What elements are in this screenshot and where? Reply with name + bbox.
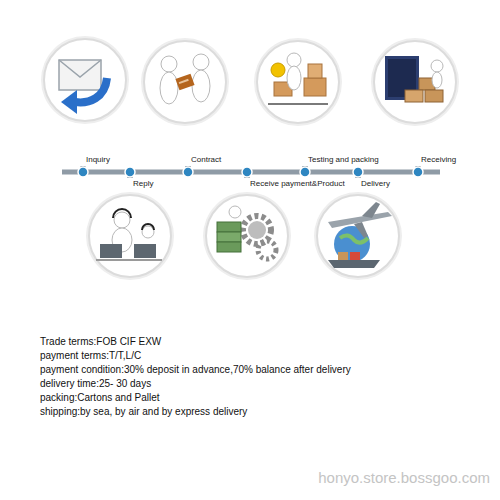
step-label: Reply [133, 179, 155, 189]
timeline-dot [78, 167, 88, 177]
step-label: Testing and packing [308, 155, 380, 165]
timeline-dot [300, 167, 310, 177]
timeline-segment [305, 166, 358, 178]
process-step: Inquiry [41, 36, 129, 166]
process-step: Reply [86, 178, 174, 281]
timeline-segment [188, 166, 247, 178]
watermark: honyo.store.bossgoo.com [318, 469, 490, 487]
process-step: Testing and packing [254, 38, 383, 166]
step-label: Receive payment&Product [250, 179, 346, 189]
step-label: Delivery [361, 179, 391, 189]
step-label: Receiving [421, 155, 458, 165]
delivery-icon [314, 192, 402, 280]
timeline-dot [125, 167, 135, 177]
trade-term: Trade terms:FOB CIF EXW [40, 335, 161, 348]
trade-term: packing:Cartons and Pallet [40, 391, 160, 404]
inquiry-icon [41, 36, 129, 124]
process-step: Receiving [371, 38, 460, 166]
trade-term: delivery time:25- 30 days [40, 377, 151, 390]
timeline-segment [358, 166, 418, 178]
trade-term: shipping:by sea, by air and by express d… [40, 405, 247, 418]
timeline-dot [183, 167, 193, 177]
step-label: Inquiry [86, 155, 112, 165]
process-step: Delivery [314, 178, 402, 281]
packing-icon [254, 38, 342, 126]
process-step: Contract [141, 38, 229, 166]
timeline-segment [83, 166, 130, 178]
timeline-dot [353, 167, 363, 177]
step-label: Contract [191, 155, 223, 165]
trade-term: payment condition:30% deposit in advance… [40, 363, 351, 376]
trade-term: payment terms:T/T,L/C [40, 349, 141, 362]
contract-icon [141, 38, 229, 126]
reply-icon [86, 192, 174, 280]
timeline-segment [130, 166, 188, 178]
payment-icon [203, 192, 291, 280]
timeline-dot [413, 167, 423, 177]
timeline-segment [247, 166, 305, 178]
process-step: Receive payment&Product [203, 178, 349, 281]
receiving-icon [371, 38, 459, 126]
timeline-dot [242, 167, 252, 177]
